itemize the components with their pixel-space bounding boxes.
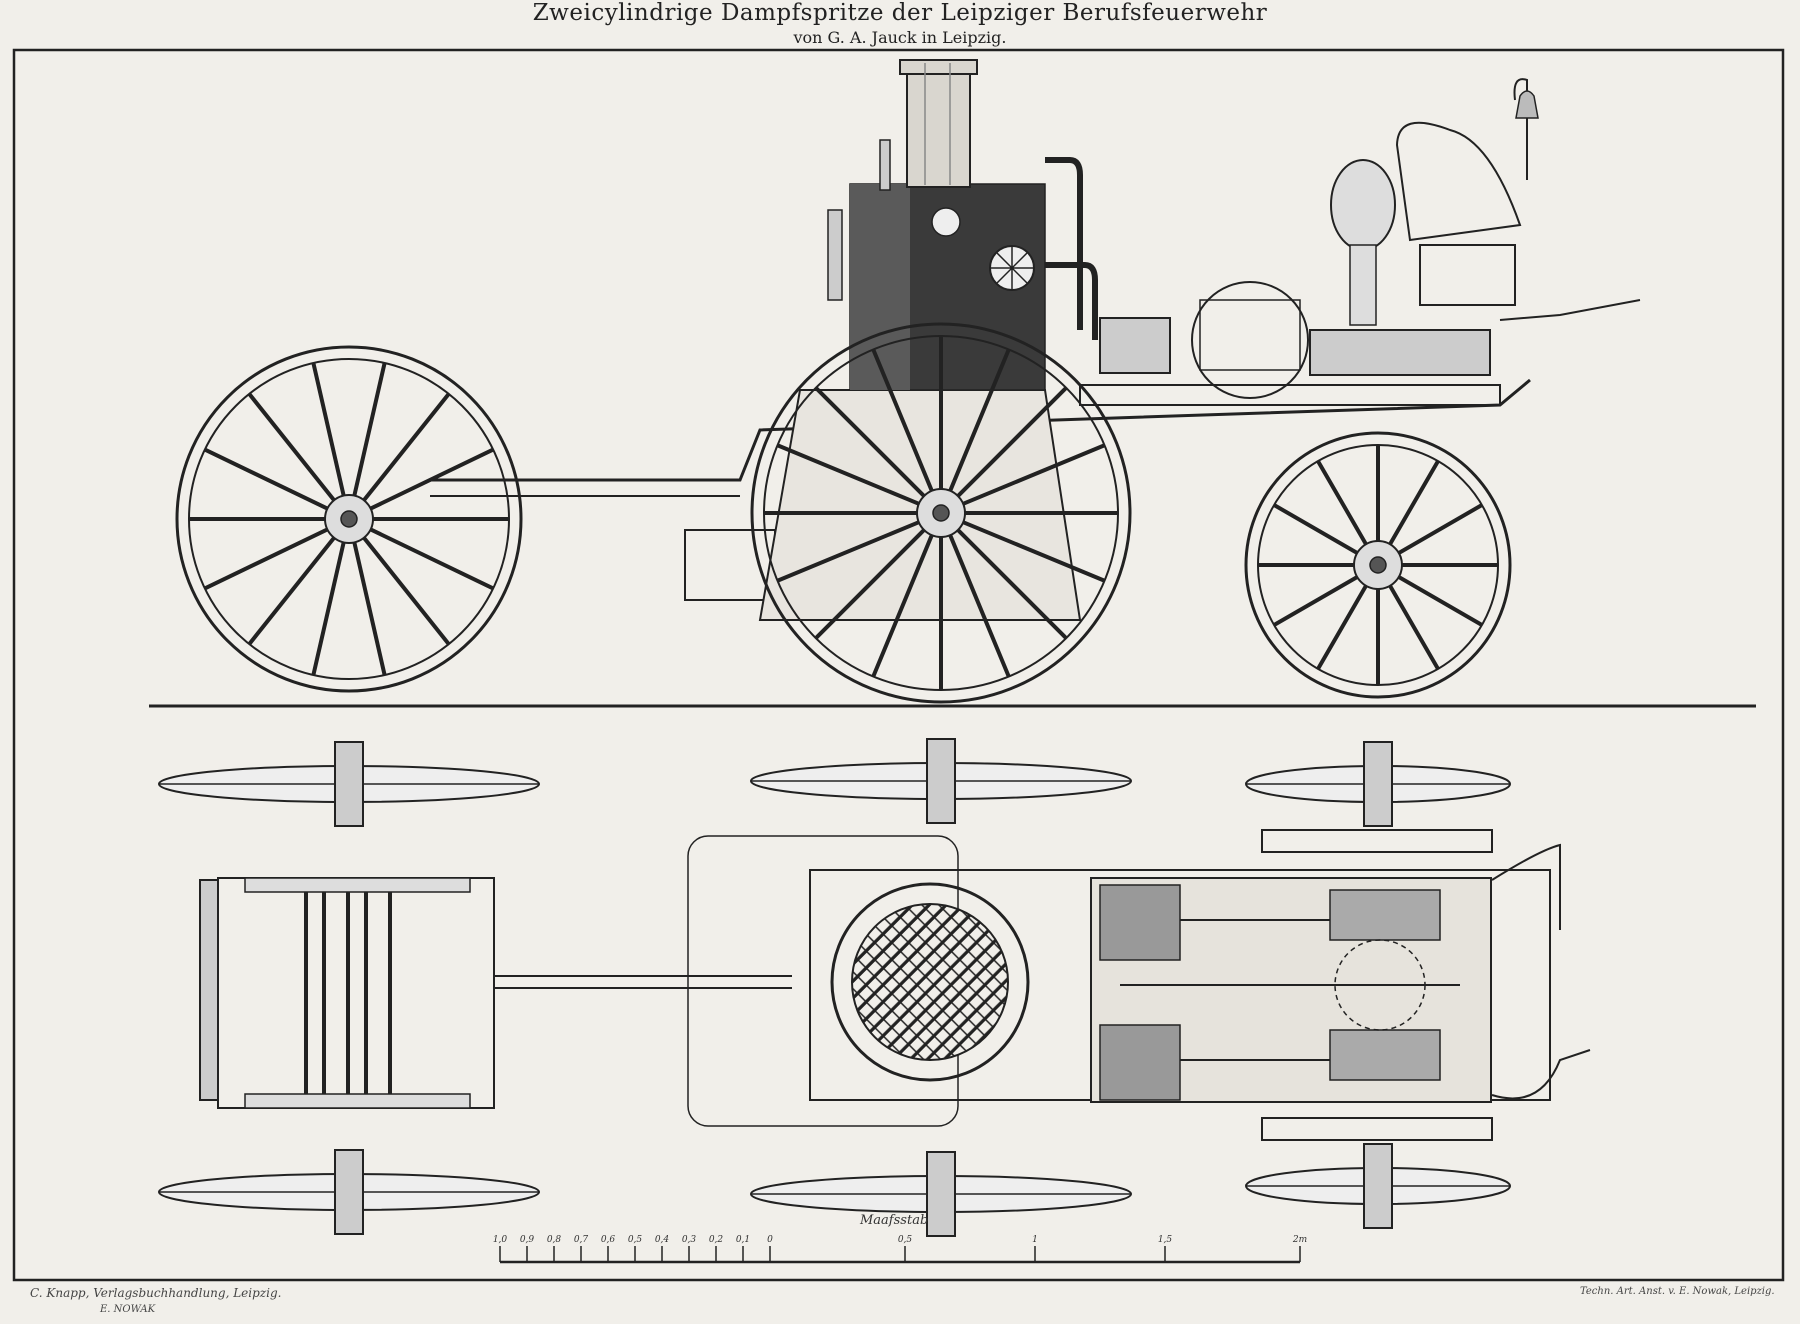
front-wheel [1244,431,1512,699]
scale-tick-label: 0,5 [898,1235,913,1245]
scale-tick-label: 0,9 [520,1235,535,1245]
middle-wheel [750,322,1132,704]
publisher-credit: C. Knapp, Verlagsbuchhandlung, Leipzig. [30,1286,282,1300]
plan-wheel [158,741,540,827]
scale-tick-label: 2m [1292,1235,1307,1245]
boiler-plan [830,882,1030,1082]
scale-tick-label: 1,0 [493,1235,508,1245]
scale-tick-label: 0,7 [574,1235,589,1245]
scale-bar: Maafsstab 1,0 0,9 0,8 0,7 0,6 0,5 0,4 0,3 0,2 0,1… [493,1213,1307,1264]
plate-title: Zweicylindrige Dampfspritze der Leipzige… [532,0,1268,26]
rear-wheel [175,345,523,693]
pressure-gauge [931,207,961,237]
plan-wheel [158,1149,540,1235]
scale-tick-label: 0,4 [655,1235,670,1245]
plan-view [199,829,1591,1141]
scale-tick-label: 0,8 [547,1235,562,1245]
printer-credit: Techn. Art. Anst. v. E. Nowak, Leipzig. [1580,1286,1775,1297]
scale-tick-label: 1,5 [1158,1235,1173,1245]
bell [1515,90,1539,119]
scale-tick-label: 0,6 [601,1235,616,1245]
scale-tick-label: 0 [767,1235,773,1245]
plan-wheel [1245,741,1511,827]
chimney [906,59,971,188]
scale-tick-label: 0,5 [628,1235,643,1245]
plan-wheel [750,738,1132,824]
engraver-credit: E. NOWAK [100,1304,156,1315]
plan-wheel [1245,1143,1511,1229]
scale-title: Maafsstab [859,1213,928,1228]
pump-cylinder [1309,329,1491,376]
plate-subtitle: von G. A. Jauck in Leipzig. [793,28,1007,47]
scale-tick-label: 0,2 [709,1235,724,1245]
side-elevation [430,59,1641,621]
scale-tick-label: 0,3 [682,1235,697,1245]
scale-tick-label: 0,1 [736,1235,750,1245]
air-chamber [1330,159,1396,251]
plan-wheel [750,1151,1132,1237]
flywheel [1191,281,1309,399]
steam-cylinder [1099,317,1171,374]
scale-tick-label: 1 [1032,1235,1038,1245]
driver-seat [1395,121,1522,242]
plate-border [12,48,1785,1282]
